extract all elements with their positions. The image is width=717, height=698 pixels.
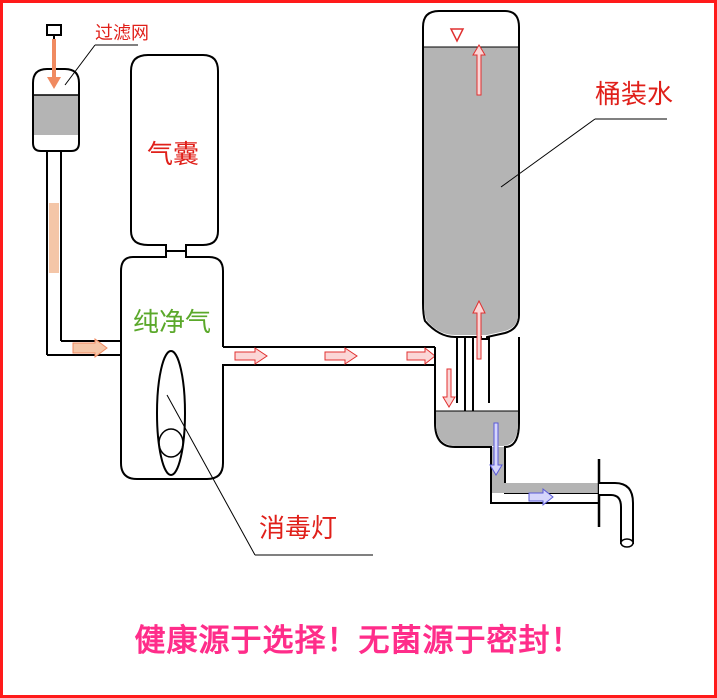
bottle-air-arrow-up-bottom xyxy=(472,299,486,360)
outlet-pipe-water-horizontal xyxy=(492,483,598,493)
outlet-flow-arrow-down xyxy=(489,422,503,476)
filter-media xyxy=(34,95,78,135)
water-level-marker xyxy=(449,28,465,43)
water-system-diagram: 过滤网 气囊 纯净气 桶装水 消毒灯 xyxy=(32,10,673,556)
air-intake-arrowhead xyxy=(47,77,61,89)
reservoir xyxy=(434,337,600,507)
pure-air-chamber xyxy=(120,251,436,556)
air-flow-arrow-1 xyxy=(234,347,268,365)
air-flow-arrows xyxy=(234,346,436,366)
label-airbag: 气囊 xyxy=(147,140,199,170)
air-pipe-flow-shading xyxy=(49,203,59,273)
filter-intake-cap xyxy=(46,24,62,36)
air-flow-arrow-into-chamber xyxy=(72,338,108,358)
air-pipe xyxy=(46,151,121,358)
reservoir-water-arrow-down xyxy=(442,368,456,408)
bottle-air-arrow-up-top xyxy=(472,44,486,96)
label-uv-lamp: 消毒灯 xyxy=(259,514,337,544)
bottle-leader-line xyxy=(500,118,596,188)
filter-assembly xyxy=(32,24,138,152)
uv-lamp-leader-line xyxy=(166,394,256,556)
water-bottle xyxy=(422,10,667,360)
label-pure-air: 纯净气 xyxy=(133,308,211,338)
uv-lamp-tube xyxy=(156,350,186,476)
faucet-spout xyxy=(599,482,634,544)
chamber-outline xyxy=(120,251,436,480)
reservoir-water xyxy=(436,411,518,446)
faucet xyxy=(597,459,634,548)
air-flow-arrow-2 xyxy=(324,347,358,365)
outlet-flow-arrow-right xyxy=(528,487,554,507)
faucet-tip xyxy=(620,538,634,548)
label-bottled-water: 桶装水 xyxy=(595,80,673,110)
label-filter: 过滤网 xyxy=(95,23,149,44)
uv-lamp-bulb xyxy=(158,428,184,458)
air-flow-arrow-3 xyxy=(406,346,436,366)
filter-leader-line xyxy=(64,44,96,86)
bottle-water-fill xyxy=(424,47,518,335)
slogan-text: 健康源于选择！无菌源于密封！ xyxy=(134,623,583,659)
